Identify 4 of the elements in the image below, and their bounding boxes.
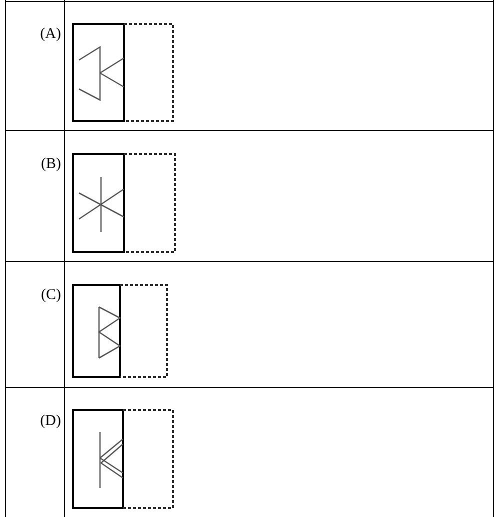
option-label: (A) <box>40 27 61 42</box>
option-label: (C) <box>41 288 61 303</box>
option-label: (B) <box>41 157 61 172</box>
option-label: (D) <box>40 414 61 429</box>
